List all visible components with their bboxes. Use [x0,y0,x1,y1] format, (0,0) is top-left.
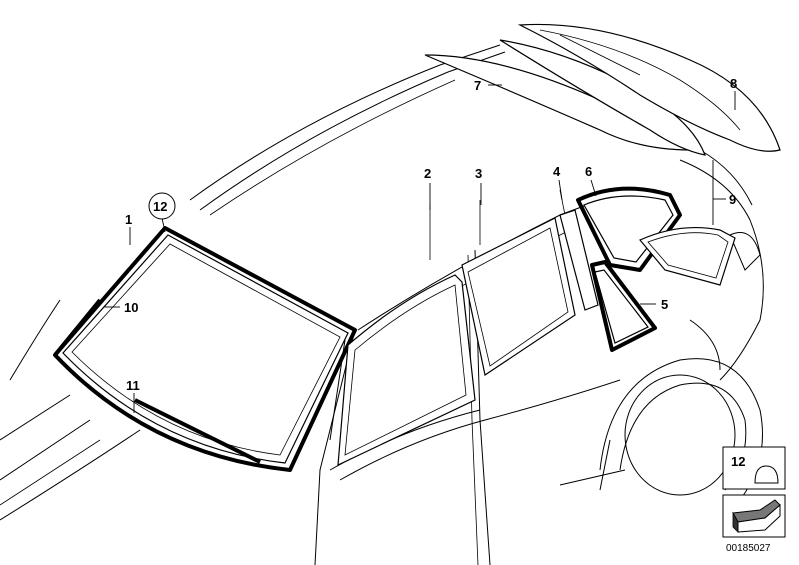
callout-9: 9 [729,192,736,207]
callout-7: 7 [474,78,481,93]
seal-profile-icon [754,465,779,484]
callout-12: 12 [153,199,167,214]
callout-1: 1 [125,212,132,227]
callout-12-circle [148,192,176,220]
front-door-window [337,274,476,466]
rear-spoiler-trims [424,23,781,156]
callout-6: 6 [585,164,592,179]
windscreen [53,226,357,472]
callout-11: 11 [126,378,140,393]
callout-2: 2 [424,166,431,181]
callout-3: 3 [475,166,482,181]
leader-lines [104,84,736,413]
callout-labels: 1 10 11 12 2 3 4 6 5 7 8 9 [124,76,737,393]
callout-8: 8 [730,76,737,91]
callout-4: 4 [553,164,561,179]
pillar-glass [559,209,599,311]
quarter-triangle-window [590,260,657,352]
callout-10: 10 [124,300,138,315]
rear-tailgate-glass [639,226,736,286]
rear-door-window [461,217,576,376]
flat-seal-icon [732,499,781,533]
callout-5: 5 [661,297,668,312]
reference-number: 00185027 [726,543,771,554]
legend-label: 12 [731,454,745,469]
legend-box: 12 00185027 [722,446,786,554]
